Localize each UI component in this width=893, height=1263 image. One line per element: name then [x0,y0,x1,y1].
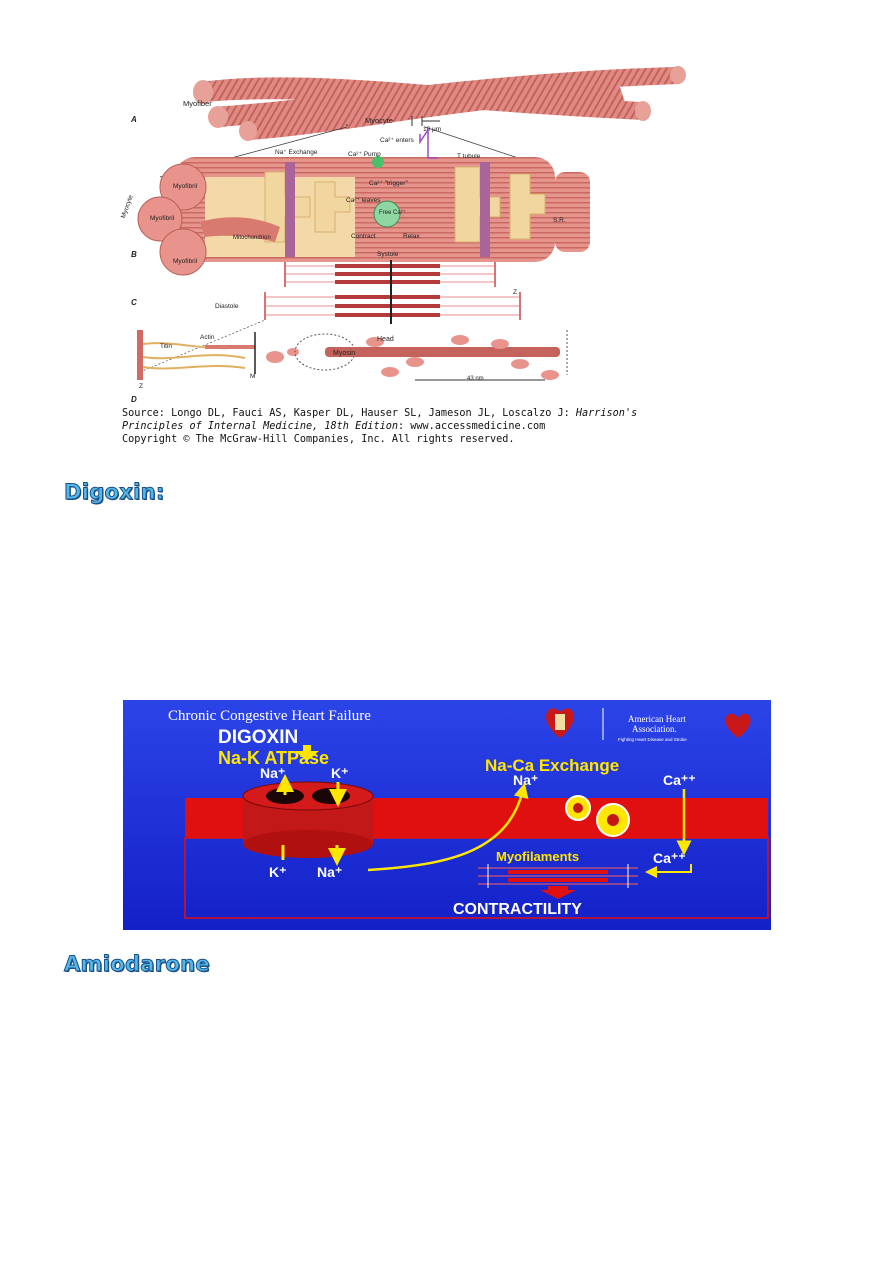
m-line-label: M [250,373,255,380]
org-name-1: American Heart [628,714,686,724]
t-tubule-label: T tubule [457,153,481,160]
myofiber-label: Myofiber [183,99,212,108]
na-exchange-label: Na⁺ Exchange [275,149,318,156]
actin-label: Actin [200,334,215,341]
head-label: Head [377,336,394,343]
nm-label: 43 nm [467,376,484,382]
contractility-label: CONTRACTILITY [453,901,582,918]
na-exchange-top-label: Na⁺ [513,772,538,788]
na-bottom-label: Na⁺ [317,864,342,880]
myocyte-cross-section [137,157,590,276]
systole-label: Systole [377,251,399,258]
k-bottom-label: K⁺ [269,864,287,880]
myofilaments-label: Myofilaments [496,849,579,864]
z-left-label: Z [139,383,143,390]
myosin-label: Myosin [333,350,355,357]
org-tagline: Fighting Heart Disease and Stroke [618,737,687,742]
sarcomere-diastole [264,290,521,324]
panel-letter-a: A [130,115,137,124]
amiodarone-heading: Amiodarone [64,952,211,977]
sr-label: S.R. [553,217,566,224]
panel-letter-b: B [131,250,137,259]
digoxin-diagram: Chronic Congestive Heart Failure America… [123,700,771,930]
source-title-2: Principles of Internal Medicine, 18th Ed… [122,421,399,432]
na-k-atpase-label: Na-K ATPase [218,748,329,768]
myofilament-lines [478,864,638,888]
sarcomere-detail [137,330,568,381]
na-ca-exchange-label: Na-Ca Exchange [485,756,619,775]
panel-letter-c: C [131,298,137,307]
panel-letter-d: D [131,395,137,404]
ca-enters-label: Ca²⁺ enters [380,137,415,144]
relax-label: Relax [403,233,420,240]
diastole-label: Diastole [215,303,239,310]
ca-top-label: Ca⁺⁺ [663,772,696,788]
z-right-label: Z [513,289,517,296]
myofibril-label-1: Myofibril [173,183,198,190]
sarcomere-systole [284,260,496,290]
ca-bottom-label: Ca⁺⁺ [653,850,686,866]
myocyte-label: Myocyte [365,116,393,125]
source-authors: Source: Longo DL, Fauci AS, Kasper DL, H… [122,408,576,419]
contract-label: Contract [351,233,376,240]
ca-trigger-label: Ca²⁺ "trigger" [369,180,408,187]
ca-leaves-label: Ca²⁺ leaves [346,197,381,204]
na-top-label: Na⁺ [260,765,285,781]
aha-logo [546,708,751,740]
myocyte-side-label: Myocyte [120,194,135,219]
digoxin-mechanism-slide: Chronic Congestive Heart Failure America… [123,700,771,930]
myofibril-label-3: Myofibril [173,258,198,265]
ca-pump-label: Ca²⁺ Pump [348,151,381,158]
digoxin-label: DIGOXIN [218,727,298,748]
myofiber-bundle [193,66,686,141]
na-k-pump [242,781,374,858]
digoxin-heading: Digoxin: [64,480,165,505]
figure-source-caption: Source: Longo DL, Fauci AS, Kasper DL, H… [122,407,772,446]
slide-title: Chronic Congestive Heart Failure [168,708,371,724]
source-title-1: Harrison's [575,408,638,419]
k-top-label: K⁺ [331,765,349,781]
copyright-text: Copyright © The McGraw-Hill Companies, I… [122,434,515,445]
titin-label: Titin [160,343,172,350]
myofibril-label-2: Myofibril [150,215,175,222]
exchanger-gears [565,795,630,837]
mitochondrion-label: Mitochondrion [233,235,271,241]
myocyte-figure: Myofiber A Myocyte 10 μm [115,62,772,446]
myocyte-diagram: Myofiber A Myocyte 10 μm [120,66,686,404]
org-name-2: Association. [632,724,677,734]
source-url: : www.accessmedicine.com [398,421,546,432]
free-ca-label: Free Ca²⁺ [379,209,406,216]
